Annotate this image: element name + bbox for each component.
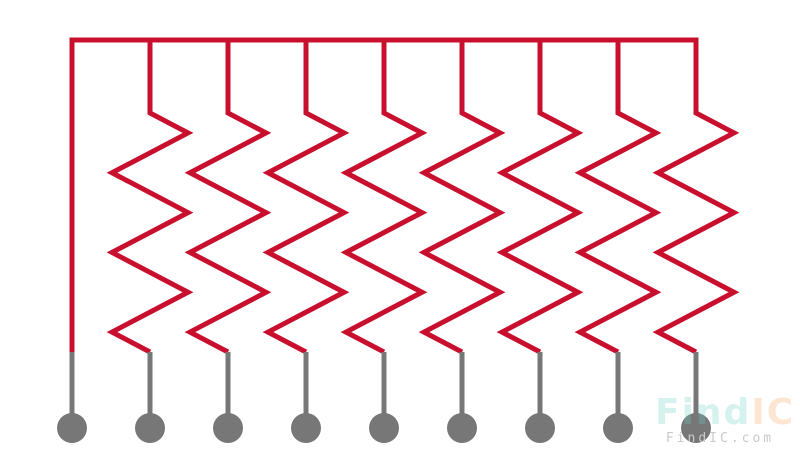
pin-7 (525, 413, 555, 443)
resistor-5 (418, 40, 506, 355)
resistor-7 (574, 40, 662, 355)
resistor-2 (184, 40, 272, 355)
pins-group (57, 413, 711, 443)
pin-3 (213, 413, 243, 443)
resistor-3 (262, 40, 350, 355)
pin-1 (57, 413, 87, 443)
resistor-8 (652, 40, 740, 355)
resistor-1 (106, 40, 194, 355)
resistor-4 (340, 40, 428, 355)
pin-6 (447, 413, 477, 443)
pin-9 (681, 413, 711, 443)
wires-group (69, 37, 740, 355)
pin-2 (135, 413, 165, 443)
pin-5 (369, 413, 399, 443)
resistor-6 (496, 40, 584, 355)
pin-8 (603, 413, 633, 443)
pin-4 (291, 413, 321, 443)
